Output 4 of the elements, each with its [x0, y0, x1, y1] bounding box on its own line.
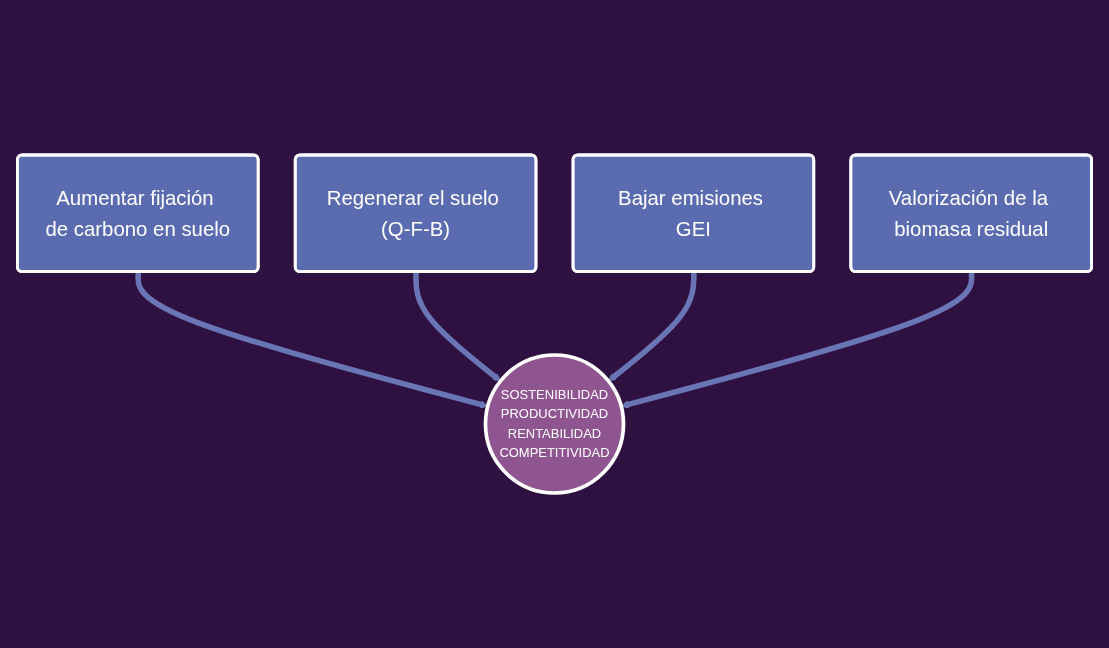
arrow: [620, 272, 975, 409]
arrow: [413, 272, 501, 382]
node-circle: SOSTENIBILIDAD PRODUCTIVIDAD RENTABILIDAD COMPETITIVIDAD: [483, 353, 626, 495]
arrow: [608, 272, 697, 382]
